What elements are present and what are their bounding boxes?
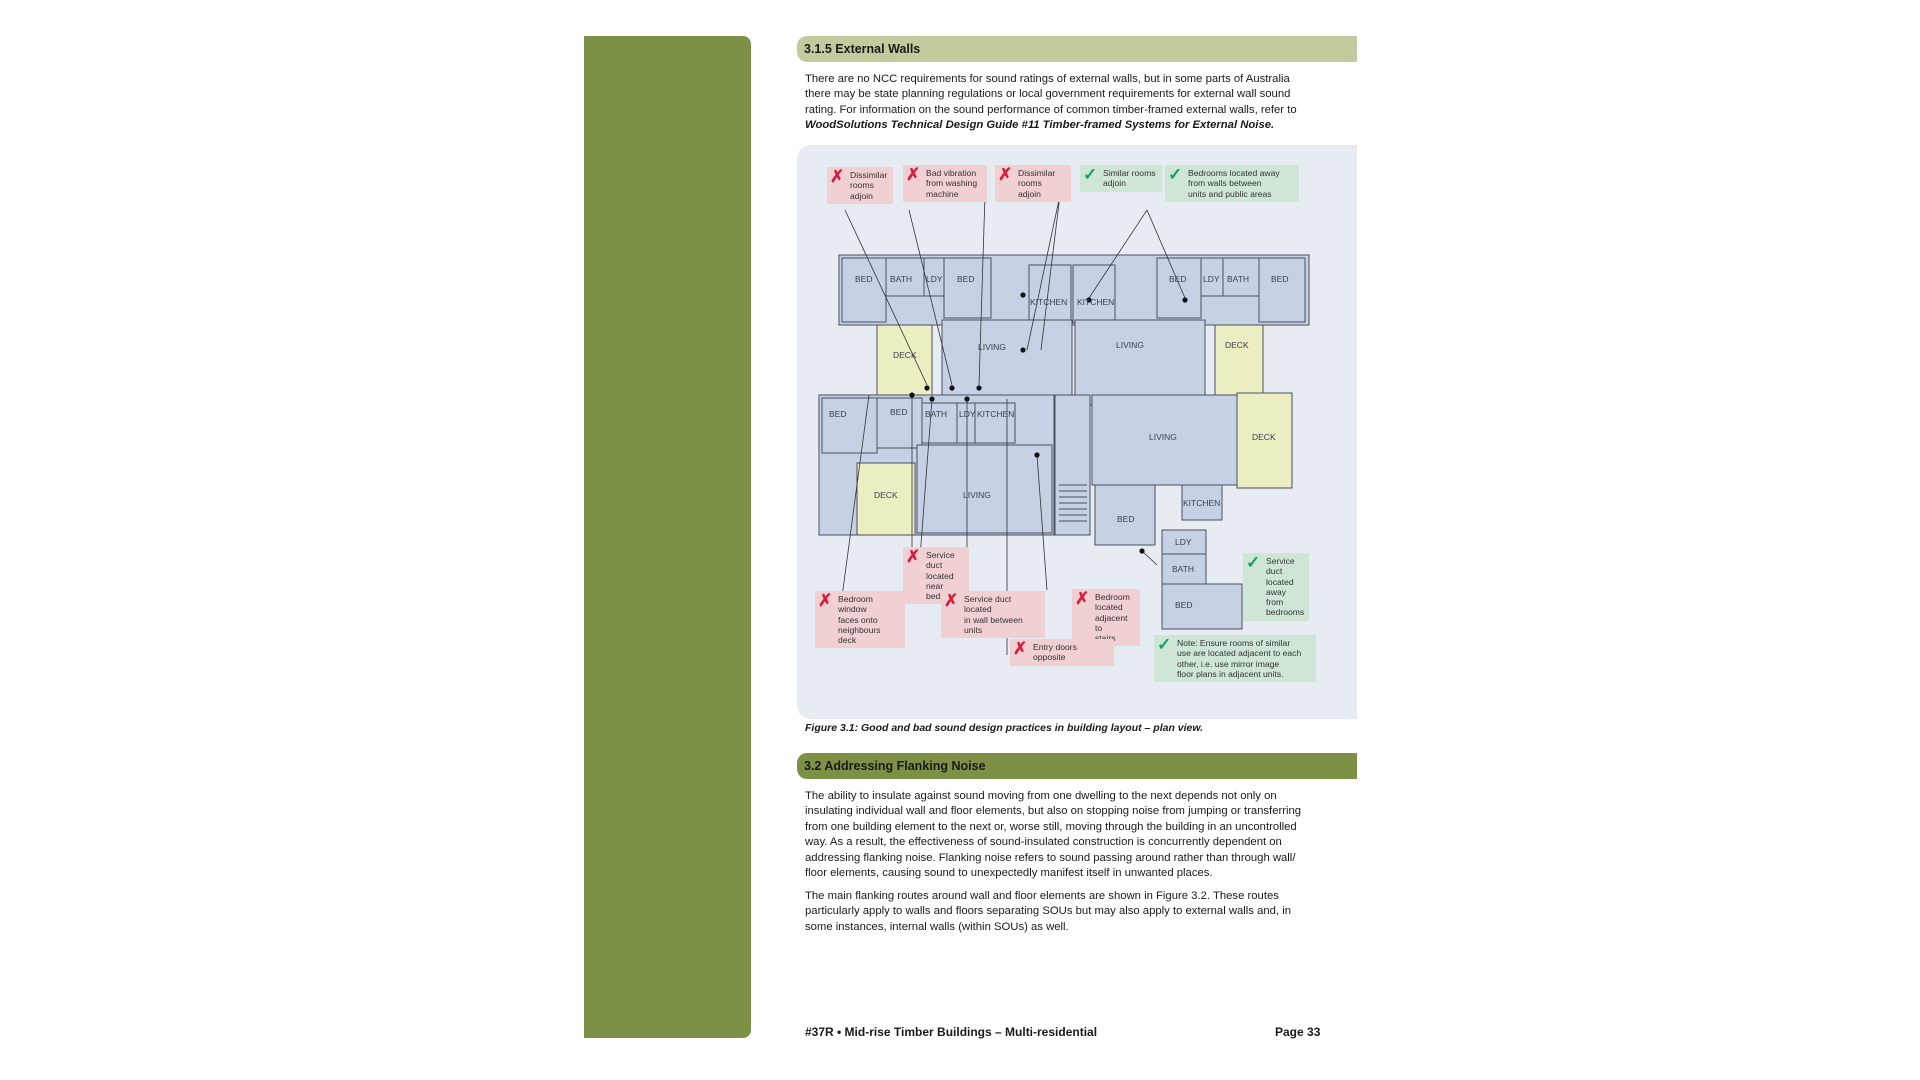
paragraph-line: addressing flanking noise. Flanking nois… bbox=[805, 851, 1296, 864]
room-living bbox=[1074, 319, 1206, 406]
deck bbox=[1214, 324, 1264, 396]
room-kitchen bbox=[1072, 264, 1116, 324]
annotation-bedroom-window: ✗ Bedroom window faces onto neighbours d… bbox=[815, 591, 905, 649]
footer-doc-title: #37R • Mid-rise Timber Buildings – Multi… bbox=[805, 1025, 1098, 1039]
room-label-bed: BED bbox=[1175, 600, 1192, 610]
room-label-kitchen: KITCHEN bbox=[1077, 297, 1114, 307]
paragraph-line: particularly apply to walls and floors s… bbox=[805, 905, 1292, 918]
room-ldy bbox=[1161, 529, 1207, 555]
room-label-bed: BED bbox=[890, 407, 907, 417]
room-label-bath: BATH bbox=[1227, 274, 1249, 284]
paragraph-line: The main flanking routes around wall and… bbox=[805, 890, 1279, 902]
room-bed bbox=[876, 397, 923, 449]
room-label-bath: BATH bbox=[1172, 564, 1194, 574]
deck bbox=[876, 324, 933, 396]
paragraph-line: The ability to insulate against sound mo… bbox=[805, 790, 1277, 802]
room-label-ldy: LDY bbox=[1203, 274, 1220, 284]
paragraph-line: there may be state planning regulations … bbox=[805, 88, 1291, 101]
room-label-deck: DECK bbox=[893, 350, 917, 360]
room-bed bbox=[1156, 257, 1202, 319]
room-label-kitchen: KITCHEN bbox=[1030, 297, 1067, 307]
annotation-bedroom-adjacent-stairs: ✗ Bedroom located adjacent to stairs bbox=[1072, 589, 1140, 647]
room-label-bath: BATH bbox=[925, 409, 947, 419]
room-living bbox=[916, 444, 1053, 534]
room-label-living: LIVING bbox=[963, 490, 991, 500]
room-label-kitchen: KITCHEN bbox=[977, 409, 1014, 419]
room-label-living: LIVING bbox=[1116, 340, 1144, 350]
stairs bbox=[1059, 484, 1087, 522]
room-label-deck: DECK bbox=[1225, 340, 1249, 350]
annotation-note-mirror-image: ✓ Note: Ensure rooms of similar use are … bbox=[1154, 635, 1316, 683]
room-label-ldy: LDY bbox=[959, 409, 976, 419]
room-label-bath: BATH bbox=[890, 274, 912, 284]
room-living bbox=[941, 319, 1073, 406]
room-bed bbox=[1258, 257, 1306, 323]
room-bed bbox=[1094, 484, 1156, 546]
room-label-bed: BED bbox=[829, 409, 846, 419]
section-heading-flanking-noise: 3.2 Addressing Flanking Noise bbox=[797, 753, 1357, 779]
room-bath bbox=[885, 257, 925, 297]
paragraph-line: way. As a result, the effectiveness of s… bbox=[805, 836, 1282, 849]
room-bed bbox=[1161, 583, 1243, 630]
room-kitchen bbox=[1181, 484, 1223, 521]
room-bath bbox=[1222, 257, 1260, 297]
annotation-service-duct-away: ✓ Service duct located away from bedroom… bbox=[1243, 553, 1309, 621]
room-label-living: LIVING bbox=[978, 342, 1006, 352]
annotation-dissimilar-rooms: ✗ Dissimilar rooms adjoin bbox=[827, 167, 893, 204]
room-label-living: LIVING bbox=[1149, 432, 1177, 442]
annotation-bad-vibration: ✗ Bad vibration from washing machine bbox=[903, 165, 987, 202]
paragraph-flanking-1: The ability to insulate against sound mo… bbox=[805, 789, 1305, 881]
footer-page-number: Page 33 bbox=[1275, 1025, 1321, 1039]
room-bed bbox=[841, 257, 887, 323]
room-label-deck: DECK bbox=[874, 490, 898, 500]
section-heading-external-walls: 3.1.5 External Walls bbox=[797, 36, 1357, 62]
paragraph-line: floor elements, causing sound to unexpec… bbox=[805, 867, 1213, 880]
floor-plan-figure: BED BATH LDY BED KITCHEN KITCHEN BED LDY… bbox=[797, 145, 1357, 719]
room-label-ldy: LDY bbox=[1175, 537, 1192, 547]
room-label-bed: BED bbox=[1169, 274, 1186, 284]
annotation-dissimilar-rooms-adjoin: ✗ Dissimilar rooms adjoin bbox=[995, 165, 1071, 202]
deck bbox=[856, 462, 916, 536]
paragraph-line: some instances, internal walls (within S… bbox=[805, 920, 1069, 933]
paragraph-reference: WoodSolutions Technical Design Guide #11… bbox=[805, 119, 1275, 132]
paragraph-line: from one building element to the next or… bbox=[805, 820, 1297, 833]
room-label-bed: BED bbox=[957, 274, 974, 284]
figure-caption: Figure 3.1: Good and bad sound design pr… bbox=[805, 722, 1204, 734]
room-label-ldy: LDY bbox=[926, 274, 943, 284]
room-kitchen bbox=[974, 402, 1016, 444]
room-living bbox=[1091, 394, 1238, 486]
stair-core bbox=[1054, 394, 1091, 536]
annotation-service-duct-between-units: ✗ Service duct located in wall between u… bbox=[941, 591, 1045, 639]
paragraph-external-walls: There are no NCC requirements for sound … bbox=[805, 72, 1305, 134]
room-bed bbox=[821, 397, 878, 454]
deck bbox=[1236, 392, 1293, 489]
annotation-entry-doors-opposite: ✗ Entry doors opposite bbox=[1010, 639, 1114, 666]
room-label-deck: DECK bbox=[1252, 432, 1276, 442]
sidebar-band bbox=[584, 36, 751, 1038]
paragraph-line: There are no NCC requirements for sound … bbox=[805, 73, 1290, 85]
room-label-kitchen: KITCHEN bbox=[1183, 498, 1220, 508]
annotation-bedrooms-away: ✓ Bedrooms located away from walls betwe… bbox=[1165, 165, 1299, 202]
floor-plan-drawing: BED BATH LDY BED KITCHEN KITCHEN BED LDY… bbox=[818, 194, 1310, 655]
paragraph-line: insulating individual wall and floor ele… bbox=[805, 805, 1302, 818]
room-bed bbox=[943, 257, 992, 319]
connection-points bbox=[909, 292, 1188, 554]
room-label-bed: BED bbox=[855, 274, 872, 284]
annotation-similar-rooms: ✓ Similar rooms adjoin bbox=[1080, 165, 1162, 192]
room-label-bed: BED bbox=[1271, 274, 1288, 284]
room-label-bed: BED bbox=[1117, 514, 1134, 524]
paragraph-line: rating. For information on the sound per… bbox=[805, 103, 1297, 116]
paragraph-flanking-2: The main flanking routes around wall and… bbox=[805, 889, 1305, 935]
